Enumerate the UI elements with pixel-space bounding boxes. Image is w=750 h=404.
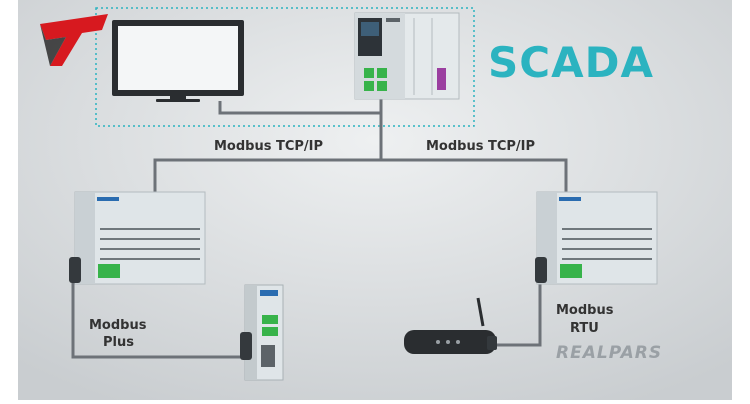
wireless-router-icon bbox=[404, 297, 497, 354]
scada-boundary bbox=[95, 7, 475, 127]
left-plc-icon bbox=[69, 191, 206, 285]
left-bus-label: Modbus TCP/IP bbox=[214, 139, 324, 154]
brand-logo-icon bbox=[40, 14, 108, 66]
modbus-rtu-line2: RTU bbox=[570, 321, 599, 336]
modbus-plus-line1: Modbus bbox=[89, 318, 147, 333]
network-wires bbox=[71, 98, 568, 359]
modbus-rtu-line1: Modbus bbox=[556, 303, 614, 318]
scada-plc-icon bbox=[354, 12, 460, 100]
right-bus-label: Modbus TCP/IP bbox=[426, 139, 536, 154]
realpars-watermark: REALPARS bbox=[556, 343, 663, 363]
right-plc-icon bbox=[535, 191, 658, 285]
scada-title: SCADA bbox=[488, 38, 654, 87]
monitor-icon bbox=[112, 20, 244, 102]
io-module-icon bbox=[240, 284, 284, 381]
modbus-plus-line2: Plus bbox=[103, 335, 134, 350]
